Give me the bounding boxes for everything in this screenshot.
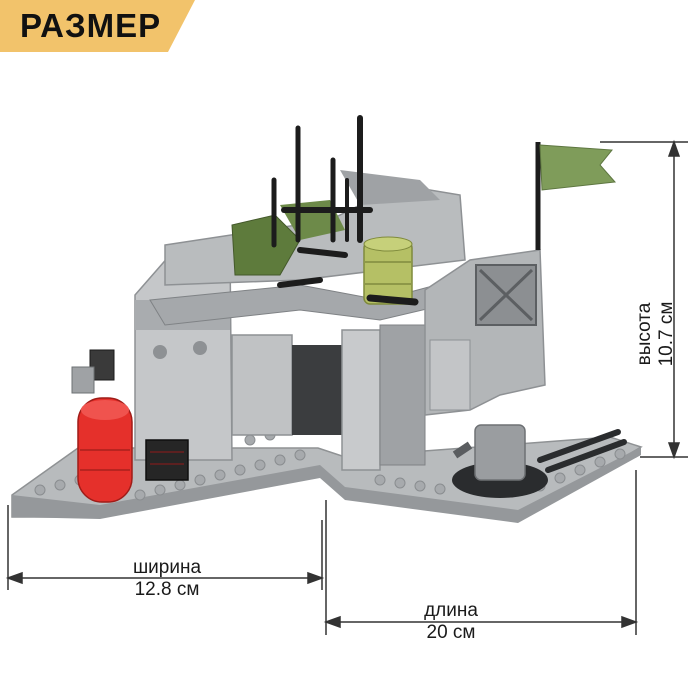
height-label: высота 10.7 см — [626, 268, 686, 378]
flag — [539, 144, 617, 191]
extinguisher-head — [89, 349, 115, 381]
height-title: высота — [634, 302, 655, 366]
length-value: 20 см — [426, 622, 476, 643]
length-label: длина 20 см — [376, 600, 526, 644]
rails — [537, 429, 627, 473]
width-value: 12.8 см — [134, 579, 200, 600]
width-label: ширина 12.8 см — [92, 557, 242, 601]
bunker-doorway — [292, 345, 342, 435]
weapons-rack — [271, 115, 419, 306]
radio-crate — [145, 439, 189, 481]
length-title: длина — [424, 600, 478, 621]
width-title: ширина — [132, 557, 202, 578]
dimension-width — [5, 505, 325, 590]
camo-panel — [231, 214, 301, 276]
size-badge — [0, 0, 195, 52]
bunker-pillar-left — [231, 334, 293, 436]
badge-background — [0, 0, 195, 52]
turret — [474, 424, 526, 481]
height-value: 10.7 см — [656, 301, 677, 367]
dimension-height — [600, 139, 688, 460]
dimension-length — [323, 470, 639, 635]
bunker-pillar-mid — [341, 329, 381, 471]
badge-title: РАЗМЕР — [20, 7, 162, 44]
